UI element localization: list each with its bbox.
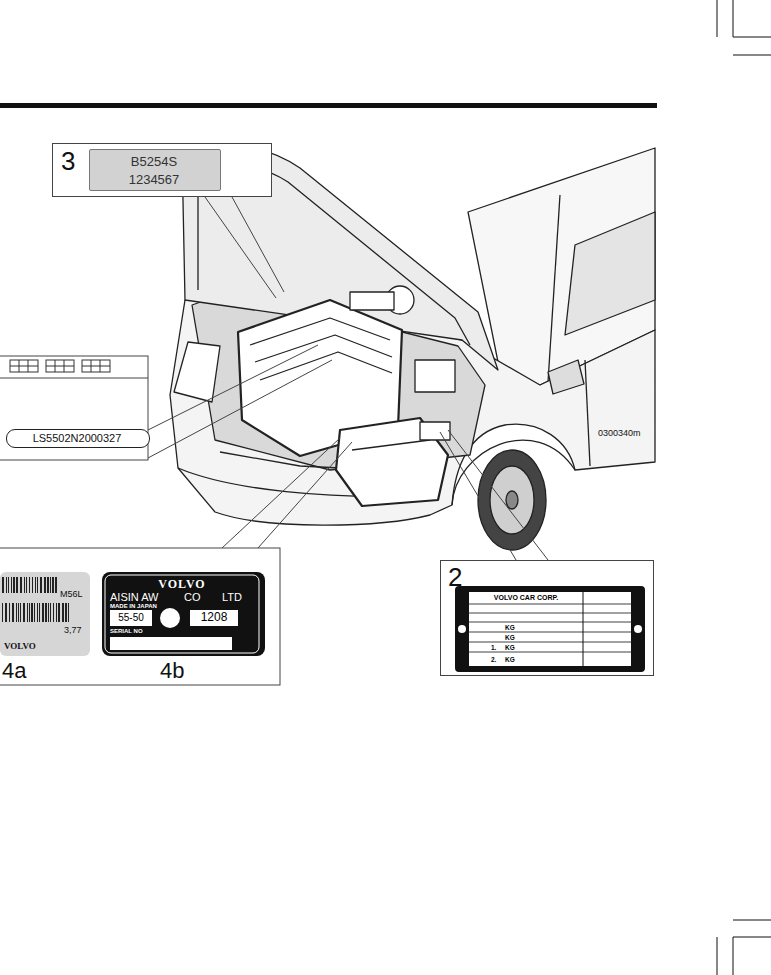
vin-sticker: LS5502N2000327	[6, 429, 150, 448]
leader-lines	[148, 197, 548, 560]
model-code: 55-50	[110, 612, 152, 623]
callout-panel: 3 B5254S 1234567	[52, 143, 272, 197]
engine-label: B5254S 1234567	[89, 149, 221, 191]
callout-number: 3	[61, 147, 75, 176]
symbol-icons	[10, 360, 110, 372]
engine-type: B5254S	[90, 155, 218, 169]
vin-number: LS5502N2000327	[7, 432, 147, 444]
brand-name: VOLVO	[102, 578, 262, 591]
gearbox-label: M56L 3,77VOLVO	[0, 572, 90, 656]
maker-name: AISIN AW	[110, 591, 159, 603]
figure-code: 0300340m	[598, 429, 641, 439]
gearbox-plate: VOLVOAISIN AW CO LTD MADE IN JAPAN 55-50 1208…	[102, 572, 265, 656]
maker-name: CO	[184, 591, 201, 603]
brand-name: VOLVO	[4, 642, 36, 652]
maker-name: LTD	[222, 591, 242, 603]
axle-number: 2.	[491, 656, 496, 663]
serial-heading: SERIAL NO	[110, 628, 143, 635]
date-code: 1208	[190, 611, 238, 624]
callout-panel: 2VOLVO CAR CORP.KGKG1.KG2.KG	[440, 560, 654, 676]
gearbox-code: M56L	[60, 590, 83, 600]
weight-unit: KG	[505, 644, 515, 651]
origin-note: MADE IN JAPAN	[110, 603, 157, 610]
callout-number: 4a	[2, 659, 26, 683]
header-rule	[0, 103, 657, 108]
axle-number: 1.	[491, 644, 496, 651]
car-drawing	[170, 145, 655, 550]
type-plate: VOLVO CAR CORP. KG KG 1. KG 2. KG	[455, 586, 645, 672]
weight-unit: KG	[505, 634, 515, 641]
callout-number: 4b	[160, 659, 184, 683]
engine-serial: 1234567	[90, 173, 218, 187]
gear-ratio: 3,77	[64, 626, 82, 636]
weight-unit: KG	[505, 624, 515, 631]
weight-unit: KG	[505, 656, 515, 663]
callout-panel	[0, 356, 280, 685]
crop-marks	[717, 0, 771, 975]
maker-name: VOLVO CAR CORP.	[469, 594, 583, 602]
